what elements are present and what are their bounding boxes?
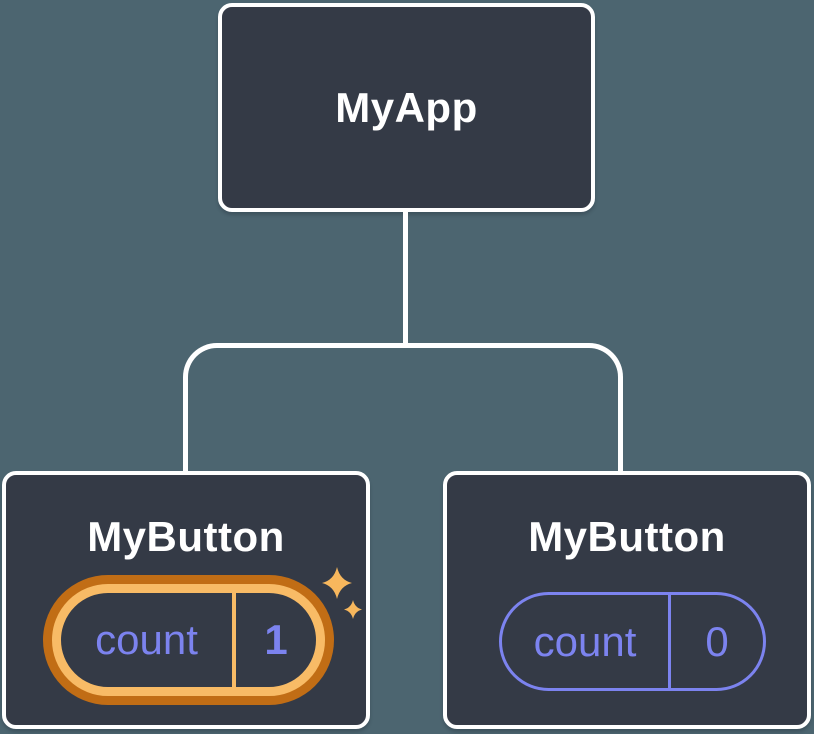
sparkles-icon	[322, 567, 362, 619]
state-key-label: count	[533, 617, 637, 665]
root-node-label: MyApp	[335, 83, 478, 131]
state-value: 1	[264, 616, 288, 663]
connector-branch-bracket	[183, 343, 623, 471]
connector-stem-line	[403, 208, 408, 347]
child-node-mybutton-right: MyButton count 0	[443, 471, 811, 729]
state-value: 0	[705, 617, 729, 665]
pill-divider	[668, 595, 671, 688]
child-node-label: MyButton	[528, 513, 726, 560]
root-node-myapp: MyApp	[218, 3, 595, 212]
child-node-mybutton-left: MyButton count 1	[2, 471, 370, 729]
state-pill-highlighted: count 1	[52, 584, 325, 696]
child-node-label: MyButton	[87, 513, 285, 560]
pill-divider	[232, 593, 236, 687]
state-key-label: count	[95, 616, 198, 663]
state-pill-plain: count 0	[499, 592, 766, 691]
